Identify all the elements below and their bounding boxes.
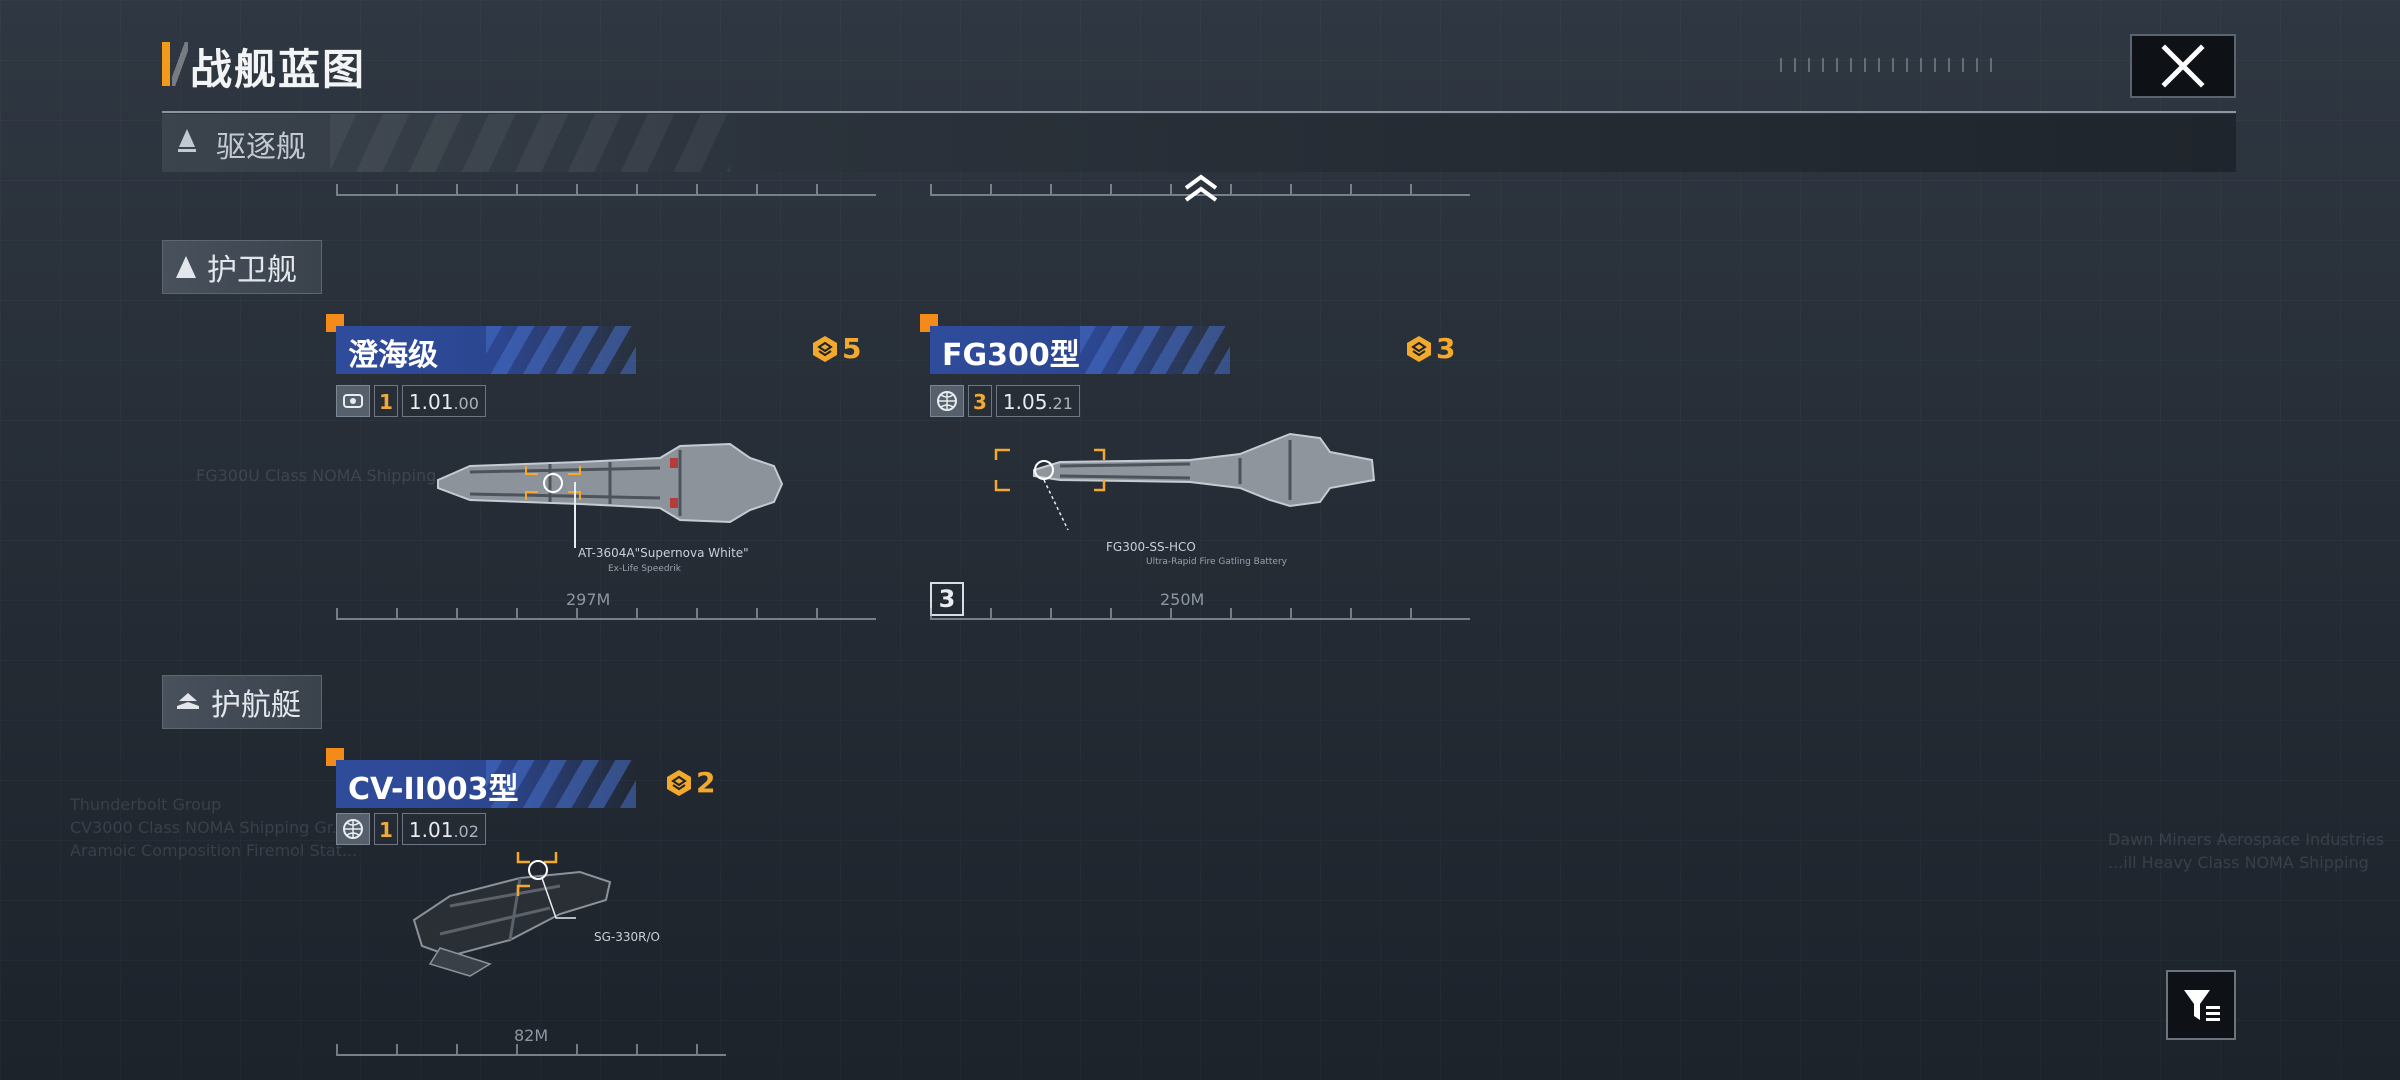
ship-version: 1.01.02 xyxy=(401,813,486,845)
title-accent-stripe xyxy=(172,42,188,86)
section-header-corvette[interactable]: 护航艇 xyxy=(162,675,322,729)
destroyer-bar-stripes xyxy=(330,114,730,172)
ghost-text: FG300U Class NOMA Shipping... xyxy=(196,466,452,485)
globe-icon xyxy=(930,385,964,417)
chevron-up-icon[interactable] xyxy=(1180,172,1222,206)
ship-version: 1.05.21 xyxy=(995,385,1080,417)
destroyer-ruler xyxy=(930,176,1470,196)
blueprint-icon xyxy=(813,335,837,362)
section-label-destroyer: 驱逐舰 xyxy=(216,130,306,165)
ship-level: 1 xyxy=(374,385,398,417)
ship-ruler xyxy=(336,1036,726,1056)
weapon-tag-sub: Ex-Life Speedrik xyxy=(608,564,681,574)
destroyer-class-icon xyxy=(178,129,196,152)
ship-card-fg300[interactable]: FG300型 3 3 1.05.21 FG300-SS-HCO Ultra-Ra… xyxy=(920,310,1480,630)
ship-name-banner xyxy=(336,760,636,808)
page-title: 战舰蓝图 xyxy=(190,45,367,94)
ghost-text: Dawn Miners Aerospace Industries xyxy=(2108,830,2385,849)
weapon-tag: FG300-SS-HCO xyxy=(1106,540,1196,554)
section-header-destroyer[interactable] xyxy=(162,114,2236,172)
close-button[interactable] xyxy=(2130,34,2236,98)
ship-count: 5 xyxy=(810,332,861,365)
filter-icon xyxy=(2184,990,2220,1021)
blueprint-icon xyxy=(667,769,691,796)
section-header-frigate[interactable]: 护卫舰 xyxy=(162,240,322,294)
ship-name: FG300型 xyxy=(942,338,1080,373)
ship-info-row: 1 1.01.00 xyxy=(336,384,486,418)
globe-icon xyxy=(336,813,370,845)
ghost-text: CV3000 Class NOMA Shipping Gr... xyxy=(70,818,348,837)
weapon-tag: AT-3604A"Supernova White" xyxy=(578,546,749,560)
destroyer-ruler xyxy=(336,176,876,196)
ghost-text: Aramoic Composition Firemol Stat... xyxy=(70,841,358,860)
ship-ruler xyxy=(930,600,1470,620)
mech-icon xyxy=(336,385,370,417)
ghost-text: Thunderbolt Group xyxy=(70,795,222,814)
ship-card-chenghai[interactable]: 澄海级 5 1 1.01.00 AT-3604A"Supernova White… xyxy=(326,310,886,630)
ship-info-row: 1 1.01.02 xyxy=(336,812,486,846)
ship-name: 澄海级 xyxy=(348,338,438,373)
blueprint-icon xyxy=(1407,335,1431,362)
title-accent-bar xyxy=(162,42,170,86)
ship-name: CV-II003型 xyxy=(348,772,519,807)
ship-level: 3 xyxy=(968,385,992,417)
ship-name-banner xyxy=(336,326,636,374)
ship-image-chenghai xyxy=(437,442,784,524)
ship-level: 1 xyxy=(374,813,398,845)
ship-count: 2 xyxy=(664,766,715,799)
close-icon xyxy=(2161,44,2205,88)
callout-line xyxy=(574,482,576,548)
ship-image-cv11003 xyxy=(412,852,612,977)
filter-button[interactable] xyxy=(2166,970,2236,1040)
section-label-frigate: 护卫舰 xyxy=(207,253,297,288)
ship-image-fg300 xyxy=(994,432,1376,530)
section-label-corvette: 护航艇 xyxy=(211,688,301,723)
weapon-tag-sub: Ultra-Rapid Fire Gatling Battery xyxy=(1146,557,1287,567)
corvette-class-icon xyxy=(177,693,199,709)
ghost-text: ...ill Heavy Class NOMA Shipping xyxy=(2108,853,2369,872)
weapon-tag: SG-330R/O xyxy=(594,930,660,944)
ship-version: 1.01.00 xyxy=(401,385,486,417)
frigate-class-icon xyxy=(176,256,196,278)
ship-name-banner xyxy=(930,326,1230,374)
ship-ruler xyxy=(336,600,876,620)
ship-card-cv11003[interactable]: CV-II003型 2 1 1.01.02 SG-330R/O 82M xyxy=(326,744,766,1064)
ship-info-row: 3 1.05.21 xyxy=(930,384,1080,418)
header-divider xyxy=(162,111,2236,113)
ship-count: 3 xyxy=(1404,332,1455,365)
header-ruler-decoration xyxy=(1780,58,2000,72)
